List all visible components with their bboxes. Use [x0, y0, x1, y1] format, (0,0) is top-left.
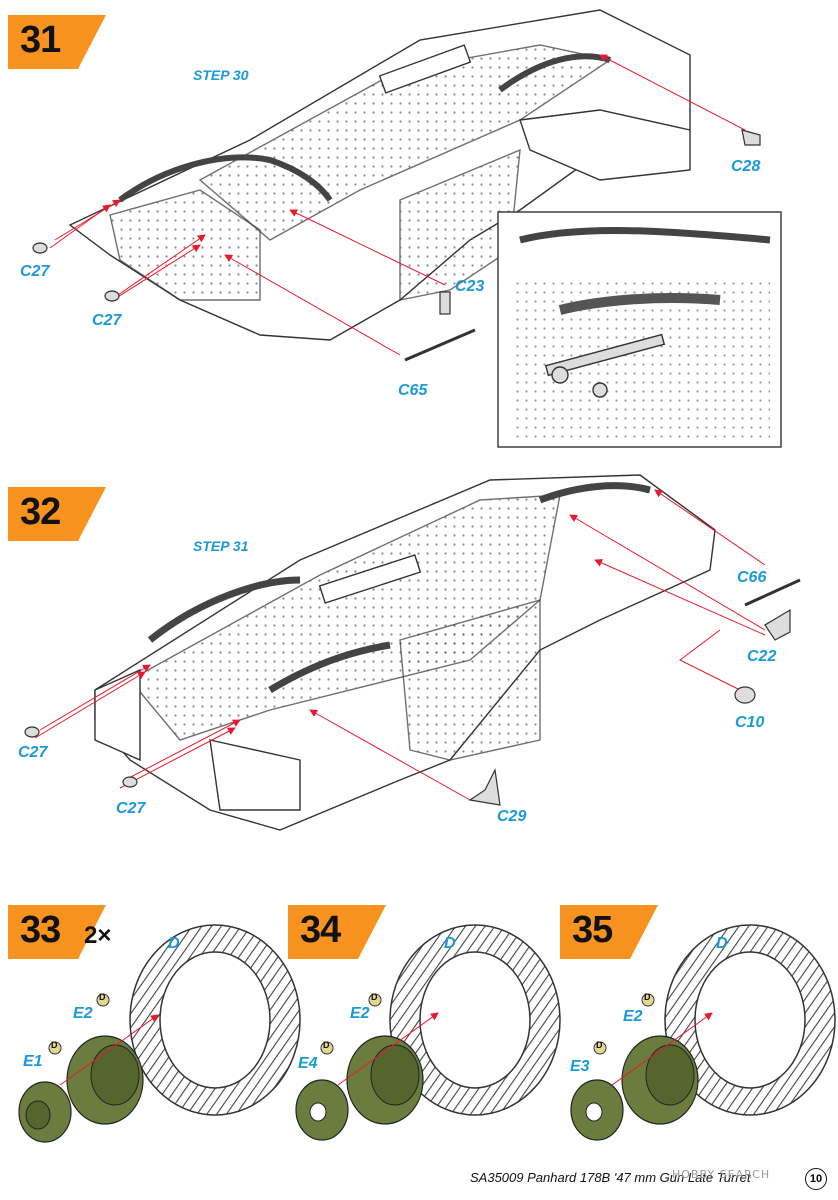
step32-arrows	[34, 489, 766, 801]
part-label: C66	[737, 569, 767, 586]
part-label: D	[716, 935, 728, 952]
step31-detail-inset	[497, 211, 782, 448]
step32-parts	[24, 578, 801, 806]
wheel-step-35	[570, 924, 836, 1141]
part-label: C22	[747, 648, 777, 665]
step-number: 31	[20, 19, 61, 61]
step-number: 35	[572, 909, 613, 951]
part-label: C65	[398, 382, 428, 399]
wheel-step-34	[295, 924, 561, 1141]
part-label: E2	[73, 1005, 93, 1022]
step31-parts	[32, 129, 761, 362]
step-number: 34	[300, 909, 341, 951]
step-reference: STEP 30	[193, 67, 249, 83]
part-label: C28	[731, 158, 761, 175]
part-label: E2	[350, 1005, 370, 1022]
step-reference: STEP 31	[193, 538, 249, 554]
part-label: C27	[92, 312, 122, 329]
step32-leader	[679, 629, 741, 691]
sprue-tag: D	[323, 1040, 330, 1050]
watermark: HOBBY SEARCH	[672, 1168, 771, 1181]
step32-hull	[94, 474, 716, 831]
wheel-step-33	[18, 924, 301, 1143]
sprue-tag: D	[596, 1040, 603, 1050]
part-label: D	[168, 935, 180, 952]
part-label: C23	[455, 278, 485, 295]
part-label: C27	[18, 744, 48, 761]
quantity-multiplier: 2×	[84, 922, 112, 949]
part-label: C27	[116, 800, 146, 817]
part-label: D	[444, 935, 456, 952]
part-label: C10	[735, 714, 765, 731]
page-number: 10	[805, 1168, 827, 1190]
part-label: C27	[20, 263, 50, 280]
step-number: 33	[20, 909, 61, 951]
sprue-tag: D	[51, 1040, 58, 1050]
part-label: E2	[623, 1008, 643, 1025]
footer-title: SA35009 Panhard 178B '47 mm Gun Late Tur…	[470, 1170, 751, 1185]
part-label: C29	[497, 808, 527, 825]
sprue-tag: D	[99, 992, 106, 1002]
step-number: 32	[20, 491, 61, 533]
step31-arrows	[49, 54, 746, 356]
part-label: E4	[298, 1055, 318, 1072]
part-label: E3	[570, 1058, 590, 1075]
part-label: E1	[23, 1053, 43, 1070]
sprue-tag: D	[644, 992, 651, 1002]
sprue-tag: D	[371, 992, 378, 1002]
